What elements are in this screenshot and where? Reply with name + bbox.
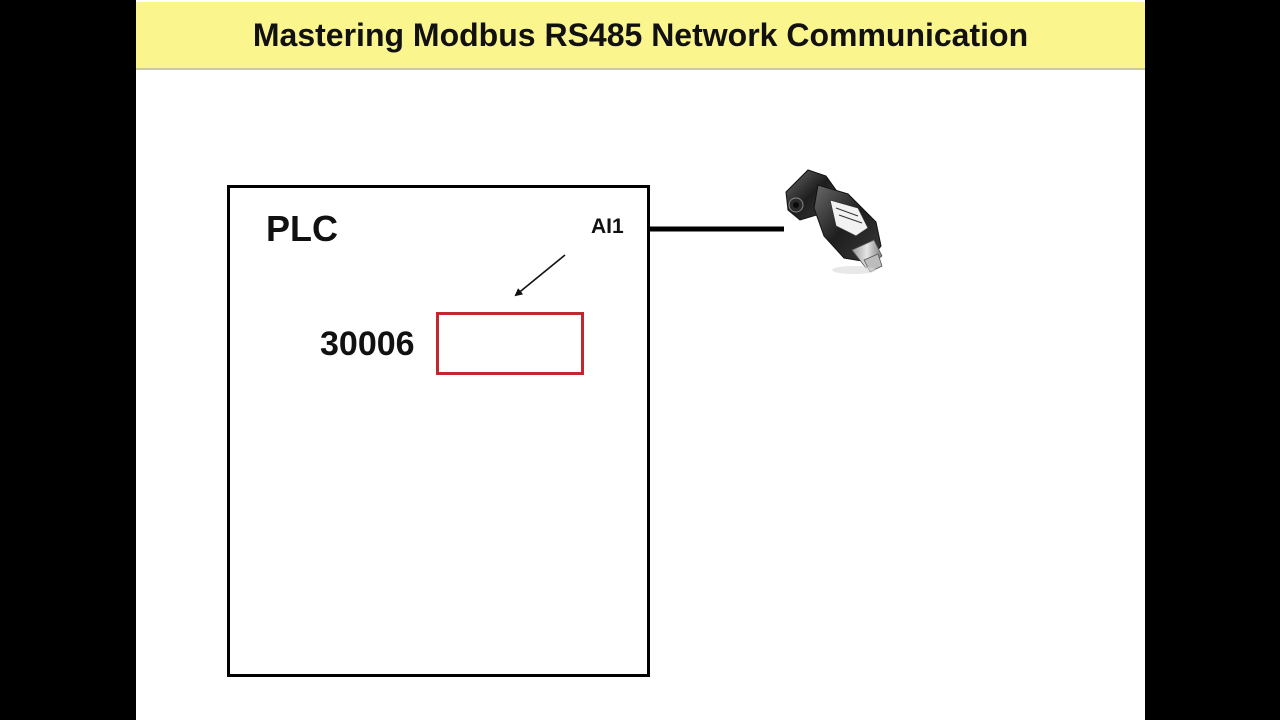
arrow-icon [514, 254, 566, 297]
pressure-transmitter-icon [785, 169, 883, 274]
slide-title: Mastering Modbus RS485 Network Communica… [252, 16, 1029, 53]
diagram-overlay [514, 169, 883, 297]
plc-label: PLC [266, 208, 338, 249]
plc-box [227, 185, 650, 677]
register-address-label: 30006 [320, 325, 415, 363]
analog-input-label: AI1 [591, 215, 624, 238]
slide: Mastering Modbus RS485 Network Communica… [136, 0, 1145, 720]
title-bar: Mastering Modbus RS485 Network Communica… [136, 2, 1145, 70]
register-box [436, 312, 584, 375]
